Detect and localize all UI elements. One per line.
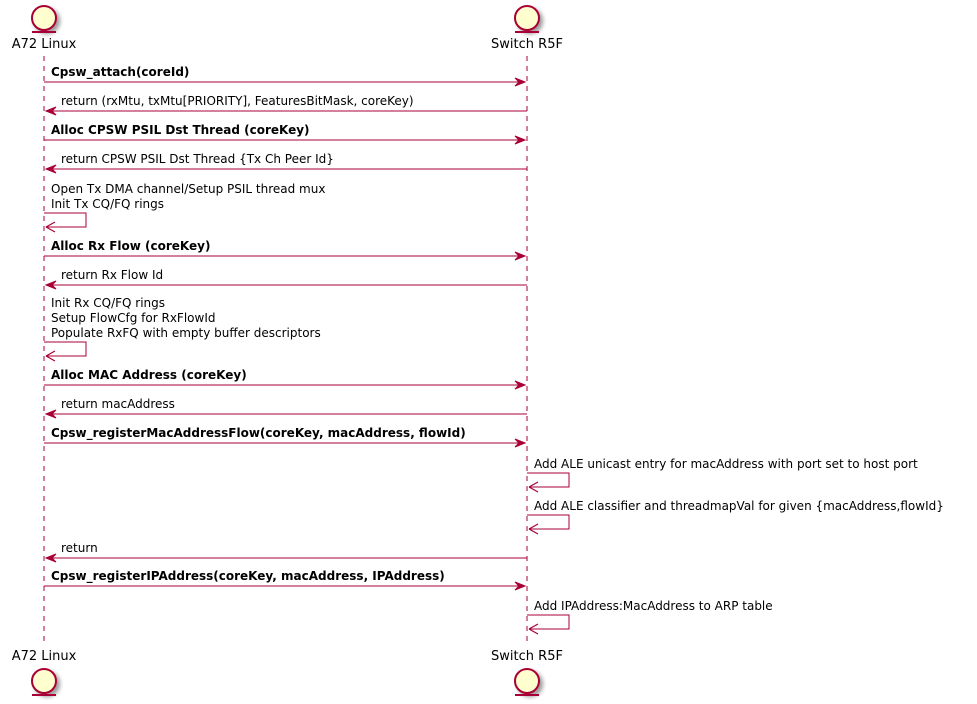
arrowhead bbox=[514, 135, 527, 145]
message: Cpsw_registerIPAddress(coreKey, macAddre… bbox=[44, 569, 527, 591]
message-label: Alloc CPSW PSIL Dst Thread (coreKey) bbox=[51, 123, 310, 137]
message: Alloc CPSW PSIL Dst Thread (coreKey) bbox=[44, 123, 527, 145]
message-label: return macAddress bbox=[61, 397, 175, 411]
message-label: Init Rx CQ/FQ rings bbox=[51, 296, 165, 310]
entity-icon bbox=[514, 668, 540, 696]
entity-icon bbox=[31, 668, 57, 696]
arrowhead bbox=[528, 623, 539, 635]
arrowhead bbox=[44, 106, 57, 116]
arrowhead bbox=[44, 280, 57, 290]
message: Cpsw_attach(coreId) bbox=[44, 65, 527, 87]
message-label: Add ALE unicast entry for macAddress wit… bbox=[534, 457, 918, 471]
message: return macAddress bbox=[44, 397, 527, 419]
participant-name-bottom: Switch R5F bbox=[491, 649, 563, 664]
message-label: Add ALE classifier and threadmapVal for … bbox=[534, 499, 944, 513]
message-label: Alloc Rx Flow (coreKey) bbox=[51, 239, 210, 253]
message: return (rxMtu, txMtu[PRIORITY], Features… bbox=[44, 94, 527, 116]
arrowhead bbox=[514, 251, 527, 261]
self-message-arrow bbox=[527, 614, 570, 630]
arrowhead bbox=[44, 409, 57, 419]
message-label: Cpsw_registerMacAddressFlow(coreKey, mac… bbox=[51, 426, 466, 441]
lifelines bbox=[43, 56, 528, 644]
message-label: Open Tx DMA channel/Setup PSIL thread mu… bbox=[51, 182, 325, 196]
participant-name-top: Switch R5F bbox=[491, 37, 563, 52]
messages: Cpsw_attach(coreId)return (rxMtu, txMtu[… bbox=[44, 65, 944, 635]
message-label: Init Tx CQ/FQ rings bbox=[51, 197, 164, 211]
arrowhead bbox=[45, 221, 56, 233]
arrowhead bbox=[528, 523, 539, 535]
message-label: return (rxMtu, txMtu[PRIORITY], Features… bbox=[61, 94, 414, 108]
arrowhead bbox=[514, 581, 527, 591]
message: return bbox=[44, 541, 527, 563]
self-message-arrow bbox=[527, 514, 570, 530]
message: Alloc Rx Flow (coreKey) bbox=[44, 239, 527, 261]
entity-icon bbox=[31, 5, 57, 33]
arrowhead bbox=[44, 164, 57, 174]
message-label: Populate RxFQ with empty buffer descript… bbox=[51, 326, 321, 340]
participant-name-bottom: A72 Linux bbox=[12, 649, 77, 664]
arrowhead bbox=[44, 553, 57, 563]
message-label: return bbox=[61, 541, 98, 555]
participant-name-top: A72 Linux bbox=[12, 37, 77, 52]
message: Open Tx DMA channel/Setup PSIL thread mu… bbox=[44, 182, 325, 233]
message-label: Alloc MAC Address (coreKey) bbox=[51, 368, 247, 382]
message: Add IPAddress:MacAddress to ARP table bbox=[527, 599, 773, 635]
message: Cpsw_registerMacAddressFlow(coreKey, mac… bbox=[44, 426, 527, 448]
self-message-arrow bbox=[527, 472, 570, 488]
message-label: Setup FlowCfg for RxFlowId bbox=[51, 311, 215, 325]
arrowhead bbox=[514, 380, 527, 390]
message-label: Cpsw_attach(coreId) bbox=[51, 65, 189, 80]
arrowhead bbox=[514, 77, 527, 87]
self-message-arrow bbox=[44, 212, 87, 228]
self-message-arrow bbox=[44, 341, 87, 357]
arrowhead bbox=[514, 438, 527, 448]
message-label: Cpsw_registerIPAddress(coreKey, macAddre… bbox=[51, 569, 445, 584]
message: Alloc MAC Address (coreKey) bbox=[44, 368, 527, 390]
message: Add ALE classifier and threadmapVal for … bbox=[527, 499, 944, 535]
message-label: return CPSW PSIL Dst Thread {Tx Ch Peer … bbox=[61, 152, 334, 166]
message-label: return Rx Flow Id bbox=[61, 268, 163, 282]
message: return CPSW PSIL Dst Thread {Tx Ch Peer … bbox=[44, 152, 527, 174]
entity-icon bbox=[514, 5, 540, 33]
message: return Rx Flow Id bbox=[44, 268, 527, 290]
message: Add ALE unicast entry for macAddress wit… bbox=[527, 457, 918, 493]
arrowhead bbox=[45, 350, 56, 362]
arrowhead bbox=[528, 481, 539, 493]
message-label: Add IPAddress:MacAddress to ARP table bbox=[534, 599, 773, 613]
